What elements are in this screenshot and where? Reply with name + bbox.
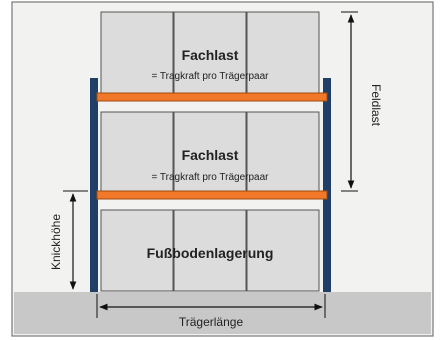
upright-right (323, 78, 331, 292)
fachlast-label-middle: Fachlast (182, 147, 239, 163)
fachlast-label-top: Fachlast (182, 47, 239, 63)
load-level-floor (100, 209, 320, 292)
knickhoehe-label: Knickhöhe (49, 214, 63, 270)
traegerlaenge-label: Trägerlänge (179, 315, 244, 329)
feldlast-label: Feldlast (369, 84, 383, 127)
beam-lower (96, 190, 328, 200)
tragkraft-label-top: = Tragkraft pro Trägerpaar (151, 71, 269, 82)
pallet-box (246, 209, 320, 292)
pallet-box (100, 209, 174, 292)
pallet-box (246, 111, 320, 192)
traegerlaenge-dimension (96, 294, 326, 318)
tragkraft-label-middle: = Tragkraft pro Trägerpaar (151, 172, 269, 183)
floor (14, 292, 431, 334)
load-level-top (100, 11, 320, 94)
beam-upper (96, 92, 328, 102)
feldlast-dimension (341, 11, 358, 192)
bodenlagerung-label: Fußbodenlagerung (147, 245, 274, 261)
load-level-middle (100, 111, 320, 192)
upright-left (90, 78, 98, 292)
pallet-box (173, 209, 247, 292)
pallet-box (173, 11, 247, 94)
pallet-box (100, 11, 174, 94)
knickhoehe-dimension (63, 190, 88, 290)
